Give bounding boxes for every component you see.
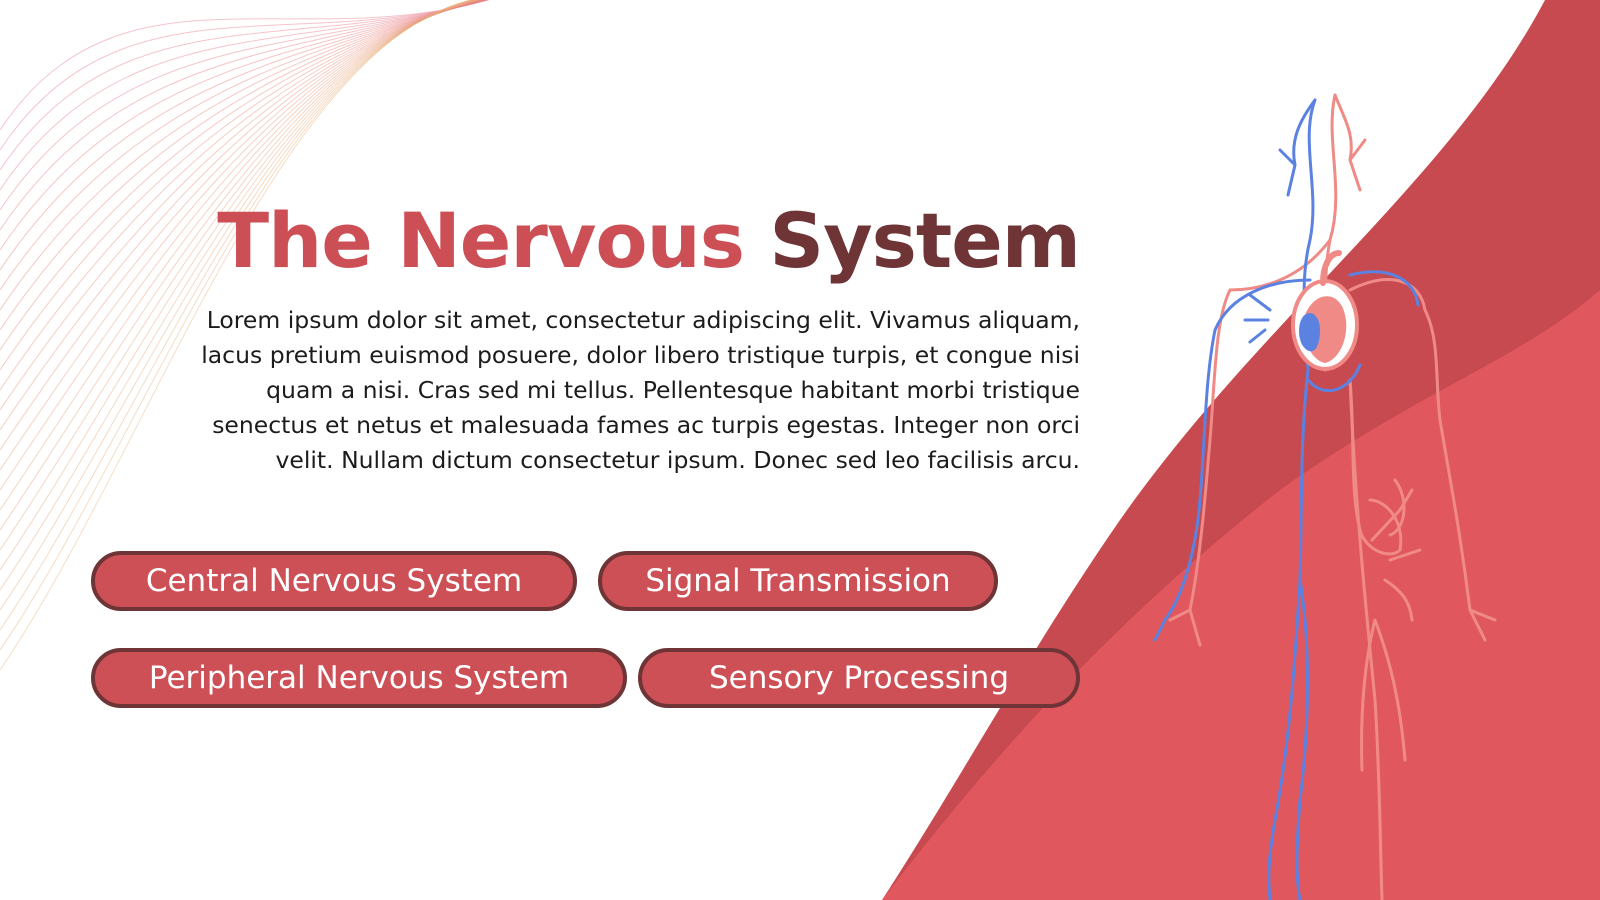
topic-central-nervous-system[interactable]: Central Nervous System [91, 551, 577, 611]
title-part-2: System [769, 196, 1081, 285]
circulatory-system-illustration [1153, 93, 1497, 900]
page-title: The Nervous System [217, 196, 1081, 285]
heart [1291, 250, 1359, 371]
artery-lines [1168, 93, 1497, 900]
wave-lines [0, 0, 490, 671]
title-part-1: The Nervous [217, 196, 745, 285]
body-paragraph: Lorem ipsum dolor sit amet, consectetur … [201, 306, 1080, 474]
vein-lines [1153, 98, 1420, 900]
topic-signal-transmission[interactable]: Signal Transmission [598, 551, 998, 611]
topic-sensory-processing[interactable]: Sensory Processing [638, 648, 1080, 708]
red-curve-light [882, 290, 1600, 900]
topic-peripheral-nervous-system[interactable]: Peripheral Nervous System [91, 648, 627, 708]
